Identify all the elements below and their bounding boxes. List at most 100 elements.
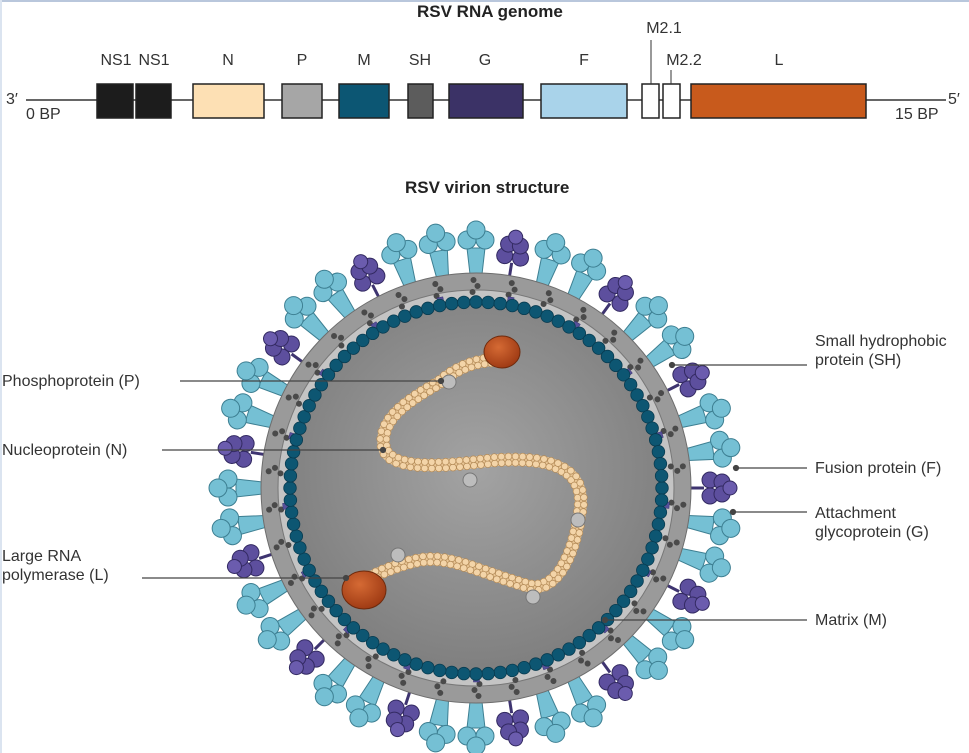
small-hydrophobic-protein: [285, 393, 303, 407]
label-sh-line-1: Small hydrophobic: [815, 333, 947, 350]
nucleoprotein-bead: [461, 366, 469, 374]
small-hydrophobic-protein: [265, 464, 284, 477]
nucleoprotein-bead: [513, 582, 521, 590]
nucleoprotein-bead: [426, 552, 434, 560]
matrix-protein-bead: [591, 341, 606, 355]
nucleoprotein-bead: [389, 417, 397, 426]
small-hydrophobic-protein: [395, 291, 408, 310]
nucleoprotein-bead: [504, 452, 513, 461]
virion-title: RSV virion structure: [405, 178, 570, 197]
matrix-protein-bead: [445, 665, 459, 680]
matrix-protein-bead: [651, 517, 666, 531]
attachment-glycoprotein-spike: [226, 544, 282, 579]
matrix-protein-bead: [365, 326, 380, 341]
attachment-glycoprotein-spike: [288, 631, 333, 676]
nucleoprotein-bead: [572, 472, 580, 480]
nucleoprotein-bead: [477, 461, 485, 469]
matrix-protein-bead: [433, 298, 447, 313]
matrix-protein-bead: [641, 552, 655, 566]
nucleoprotein-bead: [514, 576, 523, 584]
label-phosphoprotein-line-1: Phosphoprotein (P): [2, 373, 140, 390]
gene-label-l-10: L: [774, 52, 784, 69]
matrix-protein-bead: [283, 481, 297, 495]
label-nucleoprotein: Nucleoprotein (N): [2, 441, 127, 460]
matrix-protein-bead: [505, 663, 519, 678]
nucleoprotein-bead: [559, 568, 567, 577]
nucleoprotein-bead: [569, 549, 577, 558]
matrix-protein-bead: [302, 563, 316, 577]
matrix-protein-bead: [636, 399, 650, 413]
nucleoprotein-bead: [497, 452, 506, 461]
matrix-protein-bead: [302, 399, 316, 413]
small-hydrophobic-protein: [365, 653, 379, 670]
nucleoprotein-bead: [382, 435, 391, 443]
nucleoprotein-bead: [399, 462, 407, 470]
gene-box-l-10: [690, 83, 867, 119]
matrix-protein-bead: [572, 326, 587, 341]
genome-end-bp-label: 15 BP: [895, 106, 939, 123]
attachment-glycoprotein-spike: [217, 434, 274, 468]
label-attachment-line-2: glycoprotein (G): [815, 524, 929, 541]
nucleoprotein-bead: [580, 493, 588, 502]
sh-leader-dot: [668, 361, 676, 369]
nucleoprotein-bead: [416, 386, 425, 394]
matrix-protein-bead: [409, 305, 423, 319]
label-small-hydrophobic: Small hydrophobic protein (SH): [815, 332, 947, 370]
matrix-protein-bead: [493, 665, 507, 680]
nucleoprotein-bead: [454, 556, 463, 564]
nucleoprotein-bead: [463, 462, 471, 471]
matrix-protein-bead: [562, 320, 576, 334]
nucleoprotein-bead: [573, 494, 582, 502]
matrix-protein-bead: [517, 301, 531, 316]
nucleoprotein-bead: [467, 363, 476, 372]
matrix-protein-bead: [284, 457, 299, 471]
nucleoprotein-bead: [413, 464, 422, 472]
nucleoprotein-bead: [455, 368, 463, 377]
nucleoprotein-bead: [562, 471, 571, 480]
nucleoprotein-bead: [525, 459, 533, 468]
nucleoprotein-bead: [433, 558, 441, 567]
gene-label-n-2: N: [222, 52, 234, 69]
gene-box-ns1-1: [135, 83, 172, 119]
matrix-protein-bead: [297, 552, 311, 566]
genome-title: RSV RNA genome: [417, 2, 563, 21]
label-attachment-line-1: Attachment: [815, 505, 896, 522]
nucleoprotein-bead: [557, 468, 566, 476]
gene-label-sh-5: SH: [408, 52, 432, 69]
nucleoprotein-bead: [448, 457, 457, 465]
phosphoprotein-dot-5: [390, 547, 406, 563]
attachment-glycoprotein-spike: [595, 652, 634, 701]
nucleoprotein-bead: [462, 456, 471, 464]
matrix-protein-bead: [469, 667, 483, 681]
small-hydrophobic-protein: [434, 678, 447, 696]
matrix-protein-bead: [493, 296, 507, 311]
fusion-leader-dot: [732, 464, 740, 472]
phosphoprotein-dot: [441, 374, 457, 390]
matrix-protein-bead: [609, 603, 623, 618]
matrix-protein-bead: [308, 388, 322, 402]
nucleoprotein-bead: [466, 566, 475, 574]
matrix-protein-bead: [293, 541, 307, 555]
nucleoprotein-bead: [533, 454, 541, 462]
nucleoprotein-bead: [385, 456, 394, 464]
nucleoprotein-bead: [557, 559, 566, 568]
label-fusion-protein: Fusion protein (F): [815, 459, 941, 478]
small-hydrophobic-protein: [540, 659, 557, 685]
nucleoprotein-bead: [573, 536, 582, 544]
matrix-protein-bead: [641, 410, 655, 424]
fusion-protein-spike: [616, 296, 668, 348]
nucleoprotein-bead: [554, 574, 563, 583]
matrix-protein-bead: [481, 666, 495, 681]
matrix-protein-bead: [630, 388, 644, 402]
polymerase-bottom: [341, 570, 387, 610]
matrix-protein-bead: [284, 505, 299, 519]
matrix-protein-bead: [337, 612, 352, 627]
matrix-protein-bead: [645, 541, 659, 555]
matrix-protein-bead: [321, 594, 336, 608]
matrix-protein-bead: [376, 642, 390, 656]
nucleoprotein-bead: [393, 403, 402, 411]
matrix-protein-bead: [293, 421, 307, 435]
nucleoprotein-leader-dot: [379, 446, 387, 454]
